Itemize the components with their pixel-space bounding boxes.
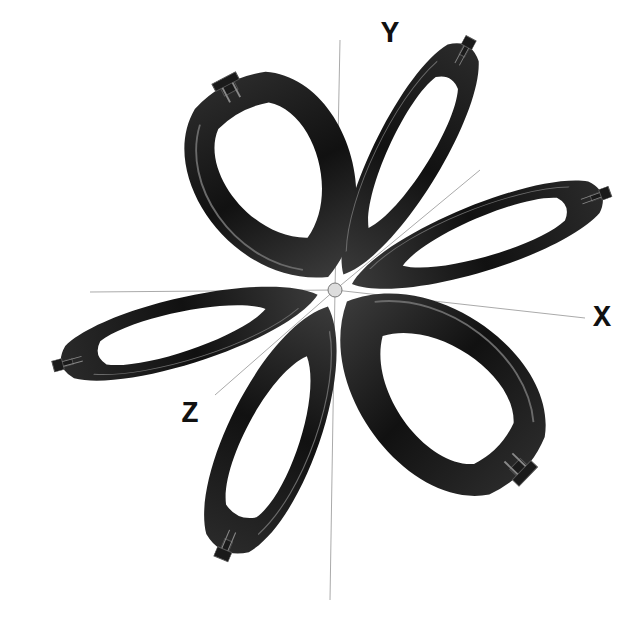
- axis-label: X: [590, 302, 614, 334]
- axis-label: Y: [378, 18, 402, 50]
- axis-lines: [90, 40, 585, 600]
- coil-petals: [44, 22, 621, 577]
- center-hub: [328, 283, 342, 297]
- axis-label: Z: [178, 398, 202, 430]
